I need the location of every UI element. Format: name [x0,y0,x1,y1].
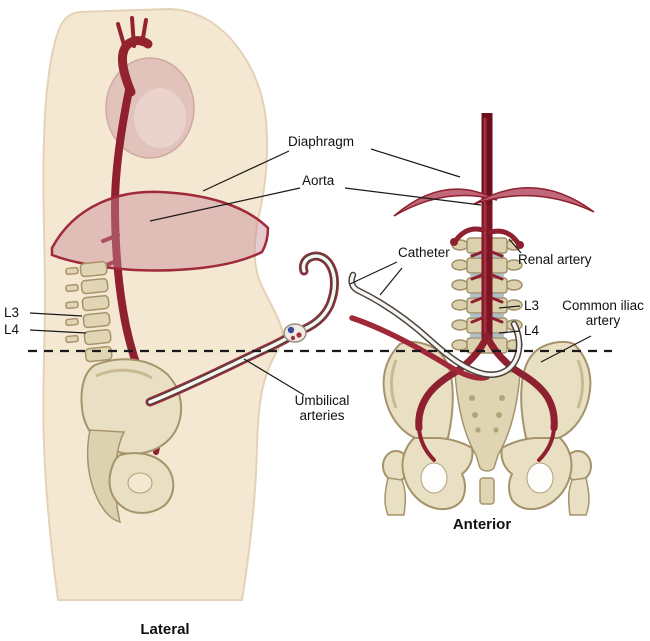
label-l4-left: L4 [4,322,20,337]
diaphragm-anterior [393,187,595,217]
label-catheter: Catheter [398,245,450,260]
label-l3-left: L3 [4,305,20,320]
label-l3-right: L3 [524,298,540,313]
renal-arteries [450,226,524,249]
label-l4-right: L4 [524,323,540,338]
heart-lateral [105,16,195,159]
pelvis-lateral [80,358,183,524]
label-diaphragm: Diaphragm [288,134,355,149]
pelvis-anterior [382,340,592,516]
caption-lateral: Lateral [140,621,190,638]
label-renal-artery: Renal artery [518,252,592,267]
label-umbilical-arteries: Umbilical arteries [294,393,350,423]
leader-lines [29,148,592,396]
aorta-anterior [470,113,504,338]
catheter-lateral [145,251,339,407]
label-common-iliac-artery: Common iliac artery [562,298,644,328]
diaphragm-lateral [50,190,270,272]
caption-anterior: Anterior [452,516,512,533]
catheter-anterior [348,271,523,378]
label-aorta: Aorta [302,173,335,188]
umbilical-stump [283,323,307,343]
iliac-arteries-anterior [349,315,558,462]
